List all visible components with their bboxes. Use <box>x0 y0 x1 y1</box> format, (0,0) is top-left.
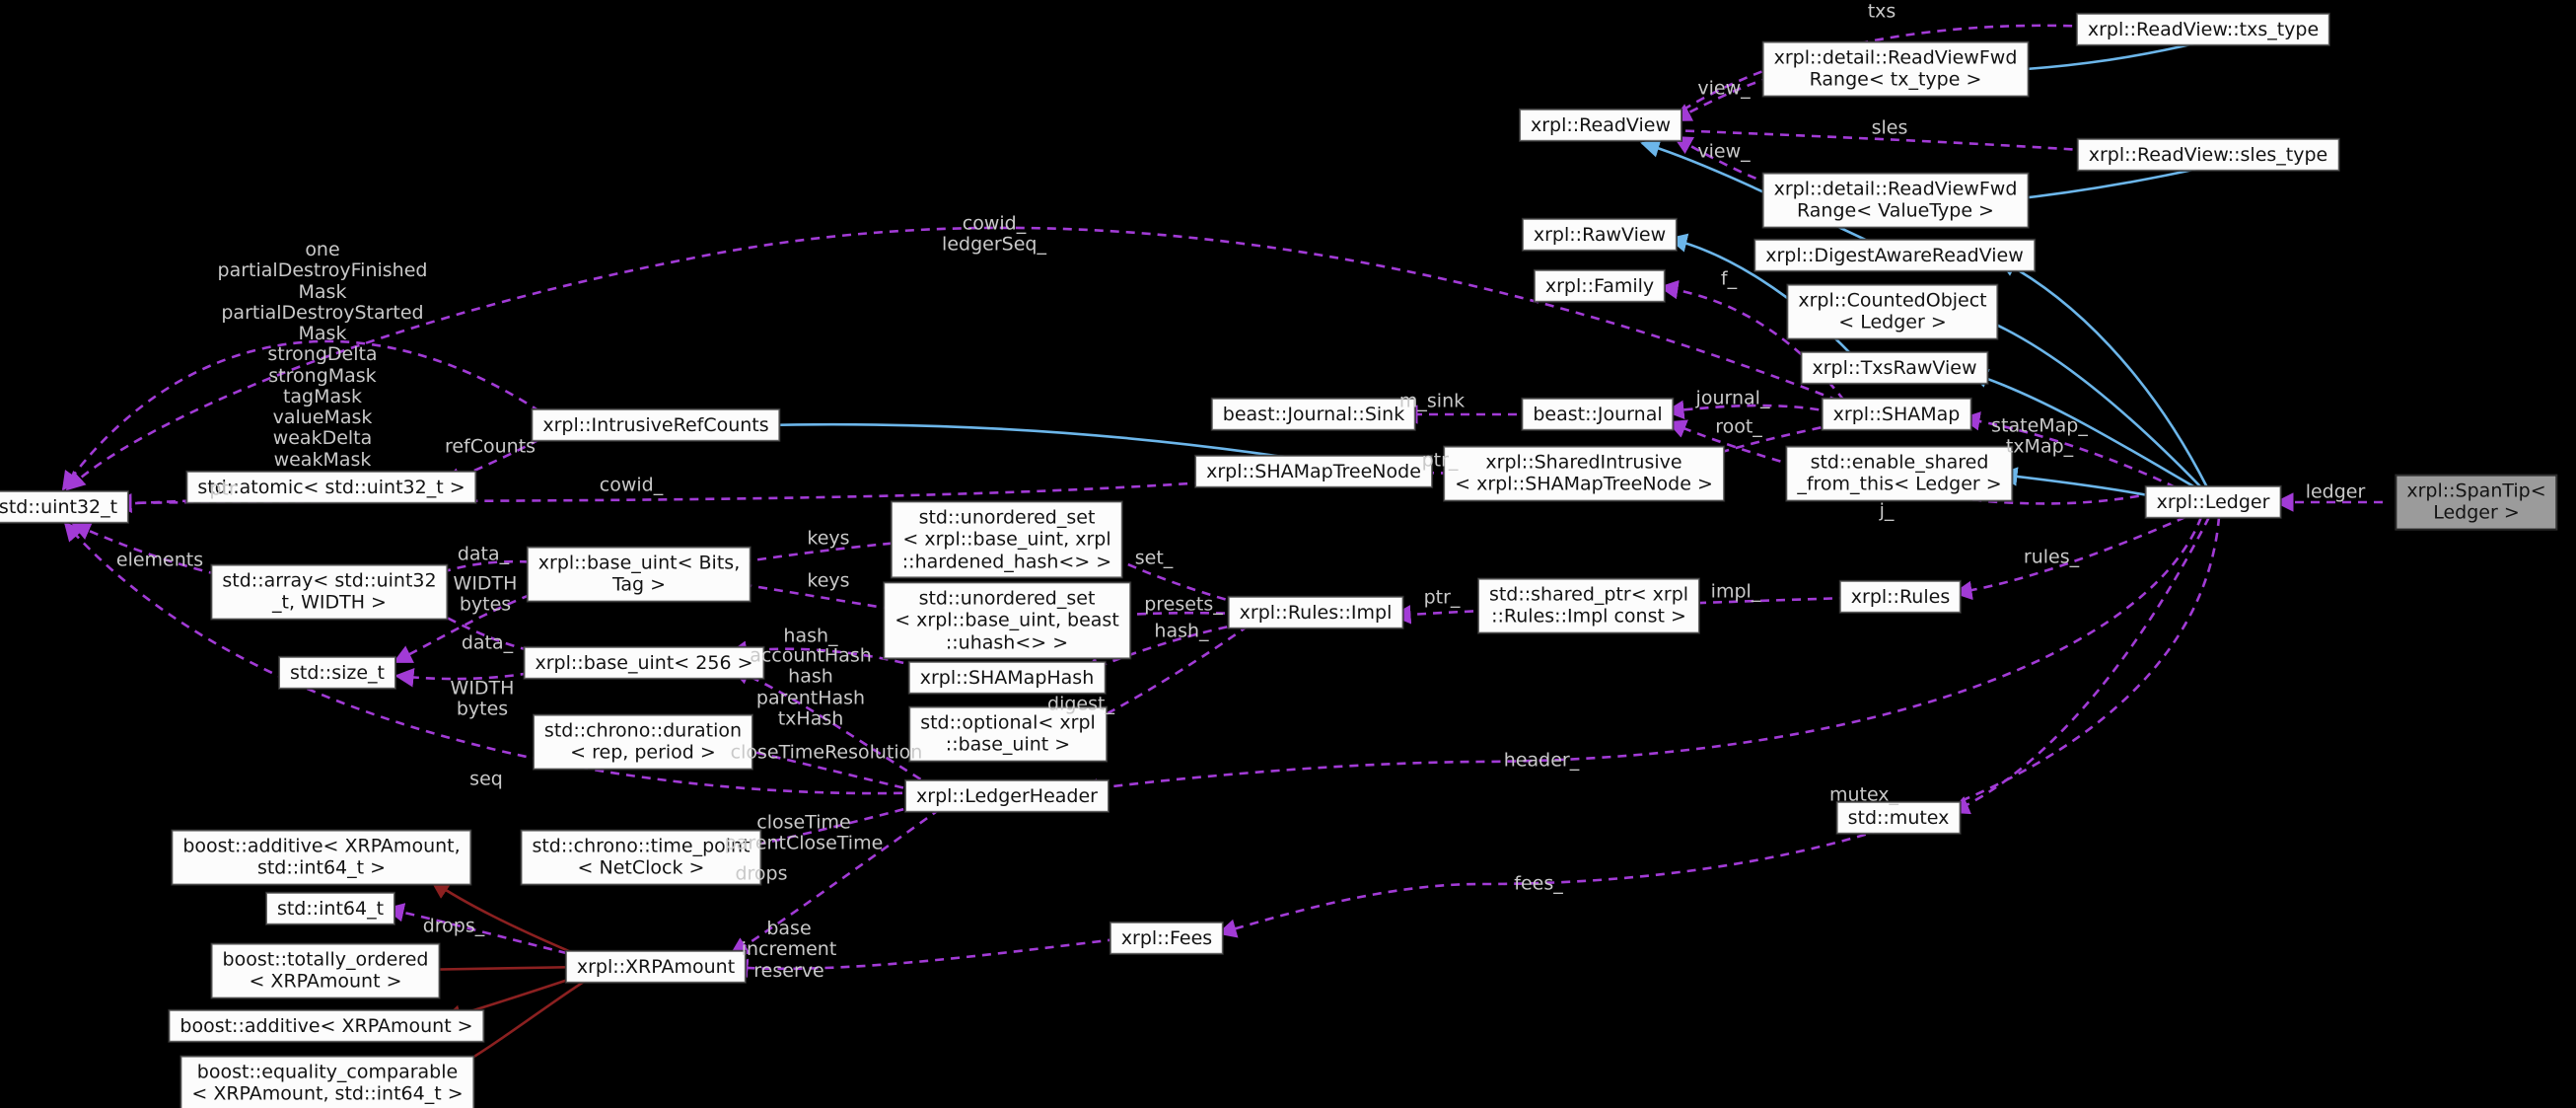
node-xrpl-shamaphash[interactable]: xrpl::SHAMapHash <box>907 660 1107 696</box>
edge-ledger-mutex <box>1950 516 2211 815</box>
edge-array-uint32 <box>71 522 250 583</box>
edge-shamap-uint32 <box>65 226 1839 491</box>
node-std-array-uint32-width[interactable]: std::array< std::uint32 _t, WIDTH > <box>210 563 449 621</box>
node-xrpl-rawview[interactable]: xrpl::RawView <box>1521 217 1679 253</box>
edge-ledger-journal <box>1667 419 2171 505</box>
edge-ledgerheader-uint32-seq <box>63 521 935 795</box>
node-std-enable-shared-from-this[interactable]: std::enable_shared _from_this< Ledger > <box>1785 445 2014 502</box>
node-std-shared-ptr-rules-impl[interactable]: std::shared_ptr< xrpl ::Rules::Impl cons… <box>1476 577 1701 634</box>
node-std-chrono-time-point[interactable]: std::chrono::time_point < NetClock > <box>520 829 762 886</box>
edge-rulesimpl-shamaphash <box>1081 622 1244 676</box>
edge-ledger-digestaware <box>1997 258 2209 488</box>
edge-ledgerheader-xrpamount <box>729 807 941 957</box>
edge-rules-sharedptr <box>1673 593 1849 614</box>
node-xrpl-shamaptreenode[interactable]: xrpl::SHAMapTreeNode <box>1194 454 1433 489</box>
node-xrpl-countedobject-ledger[interactable]: xrpl::CountedObject < Ledger > <box>1786 283 1999 340</box>
edge-rulesimpl-usetuhash <box>1091 606 1242 626</box>
node-xrpl-base-uint-bits-tag[interactable]: xrpl::base_uint< Bits, Tag > <box>526 546 752 603</box>
node-std-unordered-set-hardened-hash[interactable]: std::unordered_set < xrpl::base_uint, xr… <box>890 500 1124 579</box>
node-xrpl-spantip-ledger-current: xrpl::SpanTip< Ledger > <box>2395 474 2558 531</box>
node-beast-journal[interactable]: beast::Journal <box>1521 397 1675 432</box>
node-xrpl-digestawarereadview[interactable]: xrpl::DigestAwareReadView <box>1753 238 2036 273</box>
edge-xrpamount-totallyordered <box>410 959 584 980</box>
node-xrpl-sharedintrusive[interactable]: xrpl::SharedIntrusive < xrpl::SHAMapTree… <box>1443 445 1725 502</box>
node-boost-totally-ordered[interactable]: boost::totally_ordered < XRPAmount > <box>210 942 441 999</box>
node-std-mutex[interactable]: std::mutex <box>1835 800 1962 836</box>
edge-intrusive-atomic <box>442 430 554 486</box>
node-readviewfwdrange-valuetype[interactable]: xrpl::detail::ReadViewFwd Range< ValueTy… <box>1761 172 2030 229</box>
node-boost-equality-comparable[interactable]: boost::equality_comparable < XRPAmount, … <box>179 1055 475 1108</box>
node-xrpl-rules-impl[interactable]: xrpl::Rules::Impl <box>1227 595 1404 630</box>
node-std-uint32-t[interactable]: std::uint32_t <box>0 489 130 525</box>
node-readviewfwdrange-tx-type[interactable]: xrpl::detail::ReadViewFwd Range< tx_type… <box>1761 40 2030 98</box>
edge-ledgerheader-duration <box>730 741 935 797</box>
node-xrpl-family[interactable]: xrpl::Family <box>1533 268 1667 304</box>
node-xrpl-intrusiverefcounts[interactable]: xrpl::IntrusiveRefCounts <box>531 407 781 443</box>
edge-intrusive-uint32 <box>61 339 554 491</box>
node-boost-additive-xrpamount-int64[interactable]: boost::additive< XRPAmount, std::int64_t… <box>171 829 472 886</box>
edge-treenode-intrusive <box>759 414 1311 463</box>
node-std-optional-base-uint[interactable]: std::optional< xrpl ::base_uint > <box>908 705 1108 763</box>
edge-ledger-txsrawview <box>1968 369 2196 489</box>
node-xrpl-ledgerheader[interactable]: xrpl::LedgerHeader <box>904 778 1109 814</box>
node-std-size-t[interactable]: std::size_t <box>277 655 397 691</box>
node-beast-journal-sink[interactable]: beast::Journal::Sink <box>1210 397 1417 432</box>
edge-readview-sles-type <box>1669 128 2112 161</box>
edge-ledger-rules <box>1953 515 2186 601</box>
node-xrpl-fees[interactable]: xrpl::Fees <box>1109 921 1225 956</box>
node-xrpl-txsrawview[interactable]: xrpl::TxsRawView <box>1800 350 1989 386</box>
edge-ledger-fees <box>1217 516 2221 938</box>
node-xrpl-readview[interactable]: xrpl::ReadView <box>1518 108 1683 143</box>
node-xrpl-xrpamount[interactable]: xrpl::XRPAmount <box>564 949 748 985</box>
node-readview-txs-type[interactable]: xrpl::ReadView::txs_type <box>2075 12 2331 47</box>
edge-ledgerheader-baseuint256 <box>730 666 935 789</box>
node-std-atomic-uint32[interactable]: std::atomic< std::uint32_t > <box>185 470 477 505</box>
edge-ledger-countedobject <box>1976 314 2202 488</box>
edge-shamap-sharedintrusive <box>1686 422 1837 467</box>
edge-xrpamount-boostadditive2 <box>430 879 584 959</box>
edge-ledger-ledgerheader <box>1079 516 2203 798</box>
node-xrpl-shamap[interactable]: xrpl::SHAMap <box>1821 397 1972 432</box>
node-std-unordered-set-uhash[interactable]: std::unordered_set < xrpl::base_uint, be… <box>883 581 1131 660</box>
edge-baseuintbits-sizet <box>393 582 561 664</box>
node-xrpl-ledger[interactable]: xrpl::Ledger <box>2144 484 2282 520</box>
edge-shamap-journal <box>1665 400 1835 420</box>
node-std-int64-t[interactable]: std::int64_t <box>264 891 396 926</box>
edge-xrpamount-int64 <box>385 903 584 959</box>
node-readview-sles-type[interactable]: xrpl::ReadView::sles_type <box>2076 137 2340 173</box>
node-boost-additive-xrpamount[interactable]: boost::additive< XRPAmount > <box>168 1008 485 1044</box>
edge-rulesimpl-usethardened <box>1089 543 1242 606</box>
node-std-chrono-duration[interactable]: std::chrono::duration < rep, period > <box>532 713 754 771</box>
node-xrpl-base-uint-256[interactable]: xrpl::base_uint< 256 > <box>523 645 765 681</box>
edge-ledger-enableshared <box>1998 467 2155 498</box>
edge-fees-xrpamount <box>729 937 1117 979</box>
node-xrpl-rules[interactable]: xrpl::Rules <box>1838 579 1963 615</box>
edge-sharedptr-rulesimpl <box>1392 605 1506 625</box>
